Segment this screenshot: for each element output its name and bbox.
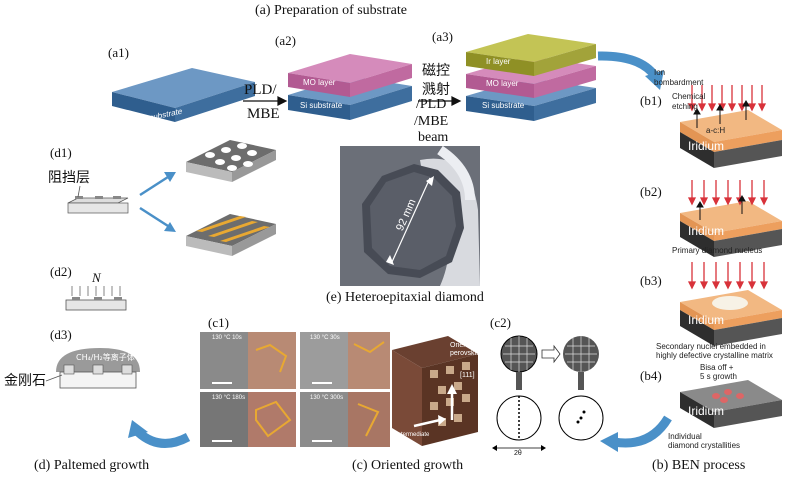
arrow-a2-a3 xyxy=(418,96,462,106)
intermediate-label: Intermediate xyxy=(396,432,430,438)
etching-arrows xyxy=(693,100,750,220)
curved-arrow-b-c xyxy=(600,415,672,452)
secondary-label-2: highly defective crystalline matrix xyxy=(656,351,773,360)
curved-arrow-a-b xyxy=(597,51,664,90)
iridium-label-b4: Iridium xyxy=(688,404,725,418)
label-c2: (c2) xyxy=(490,315,511,330)
a3-bottom-layer-label: Si substrate xyxy=(482,101,525,110)
d2-implantation xyxy=(65,286,127,311)
n-label: N xyxy=(92,270,101,285)
curved-arrow-c-d xyxy=(128,420,191,448)
a2-bottom-layer-label: Si substrate xyxy=(300,101,343,110)
label-b3: (b3) xyxy=(640,273,662,288)
d1-stripe-pattern xyxy=(186,214,276,256)
panel-c-title: (c) Oriented growth xyxy=(352,458,464,473)
d1-mask-substrate xyxy=(67,185,129,214)
d1-dot-pattern xyxy=(186,140,276,182)
time-label-2: 130 °C 30s xyxy=(310,335,340,341)
a3-mid-layer-label: MO layer xyxy=(486,79,519,88)
label-c1: (c1) xyxy=(208,315,229,330)
secondary-label-1: Secondary nuclei embedded in xyxy=(656,342,766,351)
label-b4: (b4) xyxy=(640,368,662,383)
diamond-label: 金刚石 xyxy=(4,374,46,389)
time-label-3: 130 °C 180s xyxy=(212,395,246,401)
time-label-4: 130 °C 300s xyxy=(310,395,344,401)
arrow-a1-a2 xyxy=(243,96,288,106)
oriented-label-1: Oriented xyxy=(450,342,477,349)
iridium-label-b2: Iridium xyxy=(688,224,725,238)
label-a2: (a2) xyxy=(275,33,296,48)
label-a3: (a3) xyxy=(432,29,453,44)
c1-oriented-cube xyxy=(392,336,478,446)
b4-block xyxy=(680,380,782,428)
etching-label: etching xyxy=(672,102,698,111)
arrow2-label-0: 磁控 xyxy=(422,64,450,79)
bias-label-1: Bisa off + xyxy=(700,363,734,372)
d3-plasma xyxy=(45,348,140,389)
c1-micrographs xyxy=(200,332,390,447)
label-b1: (b1) xyxy=(640,93,662,108)
mask-label: 阻挡层 xyxy=(48,171,90,186)
plasma-label: CH₄/H₂等离子体 xyxy=(76,353,135,362)
panel-a-title: (a) Preparation of substrate xyxy=(255,3,407,18)
ion-label: Ion xyxy=(654,68,666,77)
direction-label: [111] xyxy=(460,372,475,379)
panel-d-title: (d) Paltemed growth xyxy=(34,458,150,473)
ion-arrows xyxy=(687,85,769,290)
panel-b-title: (b) BEN process xyxy=(652,458,746,473)
a2-top-layer-label: MO layer xyxy=(303,78,336,87)
arrow1-label-bottom: MBE xyxy=(247,106,280,122)
chemical-label: Chemical xyxy=(672,92,706,101)
bombardment-label: bombardment xyxy=(654,78,704,87)
arrow2-label-4: beam xyxy=(418,130,449,145)
arrow2-label-1: 溅射 xyxy=(422,83,450,98)
a1-si-slab xyxy=(112,68,255,122)
bias-label-2: 5 s growth xyxy=(700,372,737,381)
c2-diffraction xyxy=(492,335,604,451)
label-a1: (a1) xyxy=(108,45,129,60)
a3-ir-slab xyxy=(466,34,596,76)
oriented-label-2: perovskite xyxy=(450,350,482,357)
panel-e-title: (e) Heteroepitaxial diamond xyxy=(326,290,484,305)
arrow2-label-2: /PLD xyxy=(416,97,447,112)
ach-label: a-c:H xyxy=(706,126,726,135)
b2-block xyxy=(680,201,782,257)
a2-mo-slab xyxy=(288,54,412,97)
individual-label-1: Individual xyxy=(668,432,702,441)
label-d3: (d3) xyxy=(50,327,72,342)
a3-top-layer-label: Ir layer xyxy=(486,57,511,66)
individual-label-2: diamond crystallities xyxy=(668,441,741,450)
arrow2-label-3: /MBE xyxy=(414,114,449,129)
wafer-photo xyxy=(340,145,480,286)
arrow1-label-top: PLD/ xyxy=(244,82,277,98)
label-b2: (b2) xyxy=(640,184,662,199)
iridium-label-b1: Iridium xyxy=(688,139,725,153)
label-d1: (d1) xyxy=(50,145,72,160)
label-d2: (d2) xyxy=(50,264,72,279)
time-label-1: 130 °C 10s xyxy=(212,335,242,341)
iridium-label-b3: Iridium xyxy=(688,313,725,327)
b1-block xyxy=(680,110,782,168)
theta-label: 2θ xyxy=(514,450,522,457)
primary-nucleus-label: Primary diamond nucleus xyxy=(672,246,763,255)
b3-block xyxy=(680,290,782,346)
d1-arrows xyxy=(139,172,176,232)
